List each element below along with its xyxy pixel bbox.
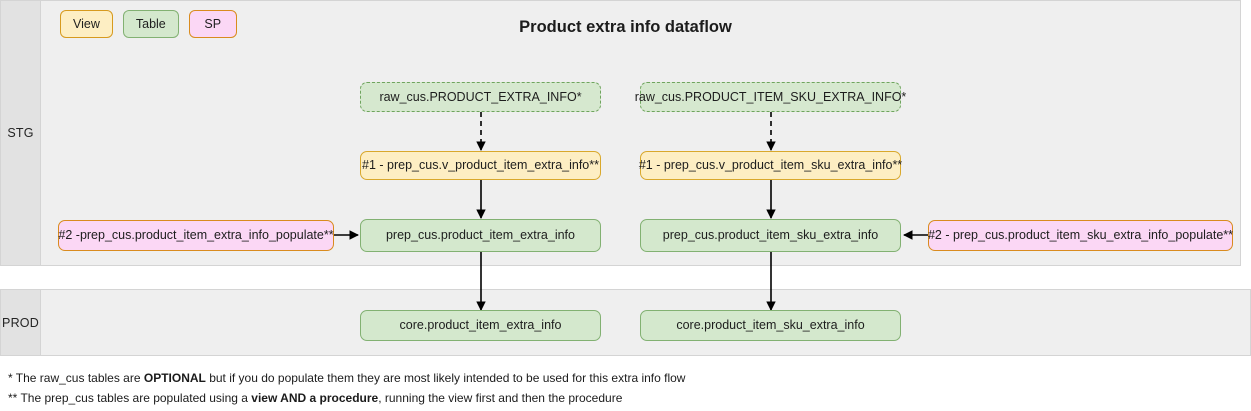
node-label: #2 -prep_cus.product_item_extra_info_pop… [58, 228, 334, 242]
lane-header-stg: STG [1, 1, 41, 265]
node-sp-product-item-sku-extra-info-populate[interactable]: #2 - prep_cus.product_item_sku_extra_inf… [928, 220, 1233, 251]
node-label: #2 - prep_cus.product_item_sku_extra_inf… [927, 228, 1234, 242]
footnote-one-bold: OPTIONAL [143, 371, 206, 385]
node-label: prep_cus.product_item_extra_info [385, 228, 575, 242]
footnotes: * The raw_cus tables are OPTIONAL but if… [8, 368, 1238, 408]
node-core-product-item-sku-extra-info[interactable]: core.product_item_sku_extra_info [640, 310, 901, 341]
legend-label-table: Table [135, 17, 166, 31]
node-view-product-item-sku-extra-info[interactable]: #1 - prep_cus.v_product_item_sku_extra_i… [638, 151, 903, 180]
node-label: #1 - prep_cus.v_product_item_extra_info*… [362, 158, 599, 172]
lane-label-stg: STG [7, 126, 34, 140]
lane-header-prod: PROD [1, 290, 41, 355]
node-sp-product-item-extra-info-populate[interactable]: #2 -prep_cus.product_item_extra_info_pop… [58, 220, 334, 251]
node-raw-product-extra-info[interactable]: raw_cus.PRODUCT_EXTRA_INFO* [360, 82, 601, 112]
footnote-two: ** The prep_cus tables are populated usi… [8, 388, 1238, 408]
node-view-product-item-extra-info[interactable]: #1 - prep_cus.v_product_item_extra_info*… [360, 151, 601, 180]
node-label: raw_cus.PRODUCT_EXTRA_INFO* [379, 89, 582, 104]
node-table-prep-product-item-extra-info[interactable]: prep_cus.product_item_extra_info [360, 219, 601, 252]
node-label: core.product_item_extra_info [399, 318, 562, 332]
legend-chip-view[interactable]: View [60, 10, 113, 38]
node-label: raw_cus.PRODUCT_ITEM_SKU_EXTRA_INFO* [634, 89, 907, 104]
lane-label-prod: PROD [2, 315, 39, 330]
footnote-two-bold: view AND a procedure [251, 391, 379, 405]
footnote-two-prefix: ** The prep_cus tables are populated usi… [8, 391, 252, 405]
lane-prod: PROD [0, 289, 1251, 356]
legend: View Table SP [60, 10, 237, 38]
footnote-two-suffix: , running the view first and then the pr… [378, 391, 623, 405]
footnote-one: * The raw_cus tables are OPTIONAL but if… [8, 368, 1238, 388]
legend-chip-sp[interactable]: SP [188, 10, 237, 38]
node-core-product-item-extra-info[interactable]: core.product_item_extra_info [360, 310, 601, 341]
legend-chip-table[interactable]: Table [122, 10, 179, 38]
node-label: core.product_item_sku_extra_info [676, 318, 865, 332]
node-label: #1 - prep_cus.v_product_item_sku_extra_i… [638, 158, 903, 172]
footnote-one-suffix: but if you do populate them they are mos… [205, 371, 686, 385]
node-raw-product-item-sku-extra-info[interactable]: raw_cus.PRODUCT_ITEM_SKU_EXTRA_INFO* [635, 82, 906, 112]
node-table-prep-product-item-sku-extra-info[interactable]: prep_cus.product_item_sku_extra_info [640, 219, 901, 252]
footnote-one-prefix: * The raw_cus tables are [8, 371, 144, 385]
node-label: prep_cus.product_item_sku_extra_info [662, 228, 879, 242]
legend-label-sp: SP [204, 17, 222, 31]
legend-label-view: View [73, 17, 100, 31]
